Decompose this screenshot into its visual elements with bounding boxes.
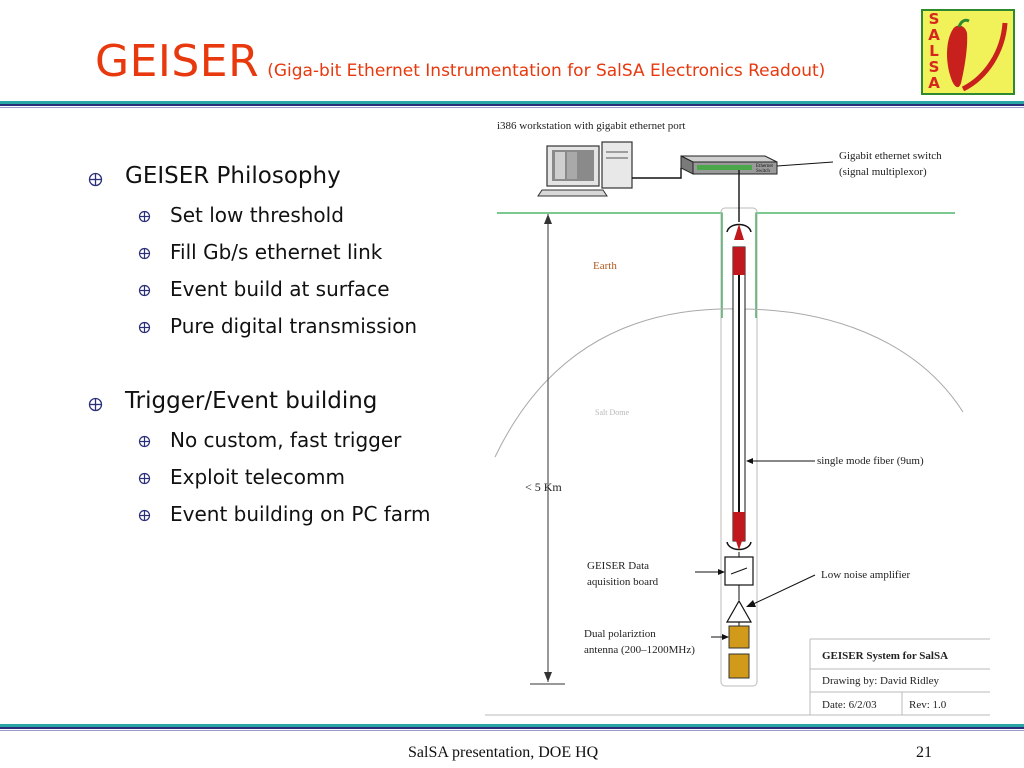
sub-bullet-1-4: Pure digital transmission <box>170 314 418 338</box>
footer-rule-navy <box>0 727 1024 729</box>
fiber-connector-bottom <box>726 535 752 551</box>
footer-rule-teal <box>0 724 1024 727</box>
title-main: GEISER <box>95 36 260 87</box>
salt-dome-outline <box>494 308 964 458</box>
lna-pointer <box>748 574 816 607</box>
sub-bullet-2-1: No custom, fast trigger <box>170 428 402 452</box>
sub-bullet-2-2: Exploit telecomm <box>170 465 345 489</box>
switch-pointer <box>776 161 834 167</box>
geiser-system-diagram: i386 workstation with gigabit ethernet p… <box>485 120 990 716</box>
switch-tag-1: Ethernet <box>756 164 774 169</box>
drawing-title-block: GEISER System for SalSA Drawing by: Davi… <box>485 638 990 716</box>
daq-label-1: GEISER Data <box>587 560 649 572</box>
fiber-connector-top <box>726 223 752 240</box>
antenna-label-2: antenna (200–1200MHz) <box>584 644 695 656</box>
titleblock-title: GEISER System for SalSA <box>822 650 948 662</box>
antenna-upper-icon <box>728 625 750 649</box>
switch-tag-2: Switch <box>756 169 770 174</box>
chili-pepper-icon <box>947 18 1008 92</box>
sub-bullet-1-1: Set low threshold <box>170 203 344 227</box>
sub-bullet-icon <box>138 321 151 334</box>
sub-bullet-2-3: Event building on PC farm <box>170 502 431 526</box>
sub-bullet-1-2: Fill Gb/s ethernet link <box>170 240 383 264</box>
bullet-icon <box>88 172 103 187</box>
header-rule-teal <box>0 101 1024 104</box>
earth-label: Earth <box>593 260 617 272</box>
sub-bullet-icon <box>138 435 151 448</box>
depth-label: < 5 Km <box>525 480 562 494</box>
footer-text: SalSA presentation, DOE HQ <box>408 744 599 761</box>
page-number: 21 <box>916 744 932 761</box>
header-rule-navy <box>0 104 1024 106</box>
titleblock-rev: Rev: 1.0 <box>909 699 947 711</box>
logo-letters: S A L S A <box>928 10 940 92</box>
titleblock-date: Date: 6/2/03 <box>822 699 877 711</box>
daq-label-2: aquisition board <box>587 576 659 588</box>
sub-bullet-1-3: Event build at surface <box>170 277 390 301</box>
title-subtitle: (Giga-bit Ethernet Instrumentation for S… <box>267 61 826 81</box>
fiber-label: single mode fiber (9um) <box>817 455 924 467</box>
bullet-icon <box>88 397 103 412</box>
workstation-icon <box>537 141 633 197</box>
sub-bullet-icon <box>138 472 151 485</box>
bullet-2: Trigger/Event building <box>125 388 378 414</box>
sub-bullet-icon <box>138 509 151 522</box>
antenna-lower-icon <box>728 653 750 679</box>
workstation-label: i386 workstation with gigabit ethernet p… <box>497 120 686 132</box>
switch-label-1: Gigabit ethernet switch <box>839 150 942 162</box>
switch-label-2: (signal multiplexor) <box>839 166 927 178</box>
titleblock-drawn-by: Drawing by: David Ridley <box>822 675 940 687</box>
footer-rule-light <box>0 730 1024 731</box>
sub-bullet-icon <box>138 247 151 260</box>
sub-bullet-icon <box>138 210 151 223</box>
ethernet-cable <box>632 168 682 179</box>
slide-title: GEISER (Giga-bit Ethernet Instrumentation… <box>95 36 825 87</box>
antenna-label-1: Dual polariztion <box>584 628 656 640</box>
bullet-1: GEISER Philosophy <box>125 163 341 189</box>
header-rule-light <box>0 107 1024 108</box>
ethernet-switch-icon: Ethernet Switch <box>680 155 778 175</box>
lna-label: Low noise amplifier <box>821 569 911 581</box>
amplifier-icon <box>725 599 753 623</box>
earth-surface-left <box>497 212 723 318</box>
salt-dome-label: Salt Dome <box>595 408 629 417</box>
salsa-logo: S A L S A <box>921 9 1015 95</box>
earth-surface-right <box>755 212 955 318</box>
sub-bullet-icon <box>138 284 151 297</box>
